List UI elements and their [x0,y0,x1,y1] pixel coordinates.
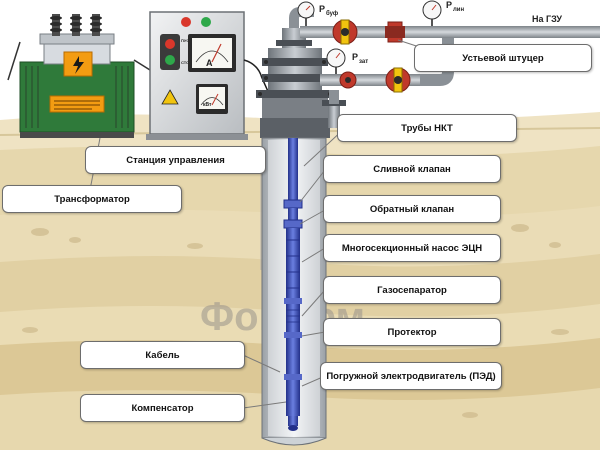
label-gas-separator: Газосепаратор [323,276,501,304]
label-choke: Устьевой штуцер [414,44,592,72]
surface-pipelines [289,6,600,128]
gauge-p-buf-sub: буф [326,10,338,17]
label-choke-text: Устьевой штуцер [462,52,544,64]
gauge-p-lin: Р лин [422,0,465,26]
esp-string [283,138,303,431]
label-protector-text: Протектор [387,326,437,338]
label-pump-text: Многосекционный насос ЭЦН [341,242,483,254]
gauge-p-zat-sub: зат [359,59,368,65]
to-gzu-label: На ГЗУ [532,14,562,24]
gauge-p-lin-label: Р [446,0,452,10]
gauge-p-buf-label: Р [319,4,325,14]
label-transformer-text: Трансформатор [54,193,130,205]
gauge-p-lin-sub: лин [453,7,465,13]
label-transformer: Трансформатор [2,185,182,213]
label-compensator: Компенсатор [80,394,245,422]
valve-top [332,19,358,45]
pusk-label: ПУСК [181,38,192,43]
label-protector: Протектор [323,318,501,346]
lightning-icon [73,56,84,74]
start-button-icon [165,39,175,49]
label-pump: Многосекционный насос ЭЦН [323,234,501,262]
label-drain-valve: Сливной клапан [323,155,501,183]
stop-label: СТОП [181,60,192,65]
valve-annulus [385,67,411,93]
label-check-valve-text: Обратный клапан [369,203,455,215]
label-gas-separator-text: Газосепаратор [377,284,447,296]
label-station-text: Станция управления [126,154,225,166]
valve-left-annulus [339,71,357,89]
label-drain-valve-text: Сливной клапан [373,163,451,175]
label-cable: Кабель [80,341,245,369]
control-station: ПУСК СТОП A кВт [146,11,263,140]
valve-choke [385,21,405,43]
label-nkt-text: Трубы НКТ [401,122,453,134]
meter2-label: кВт [203,102,212,108]
ammeter-label: A [206,58,213,68]
label-nkt: Трубы НКТ [337,114,517,142]
label-compensator-text: Компенсатор [131,402,194,414]
transformer [7,14,151,138]
gauge-p-zat-label: Р [352,52,358,62]
wellhead [256,28,334,138]
warning-icon [161,89,179,105]
red-lamp-icon [181,17,191,27]
label-cable-text: Кабель [145,349,180,361]
label-check-valve: Обратный клапан [323,195,501,223]
label-motor: Погружной электродвигатель (ПЭД) [320,362,502,390]
gauge-p-zat: Р зат [326,48,368,74]
stop-button-icon [165,55,175,65]
label-station: Станция управления [85,146,266,174]
green-lamp-icon [201,17,211,27]
gauge-p-buf: Р буф [297,1,338,26]
label-motor-text: Погружной электродвигатель (ПЭД) [326,370,496,382]
